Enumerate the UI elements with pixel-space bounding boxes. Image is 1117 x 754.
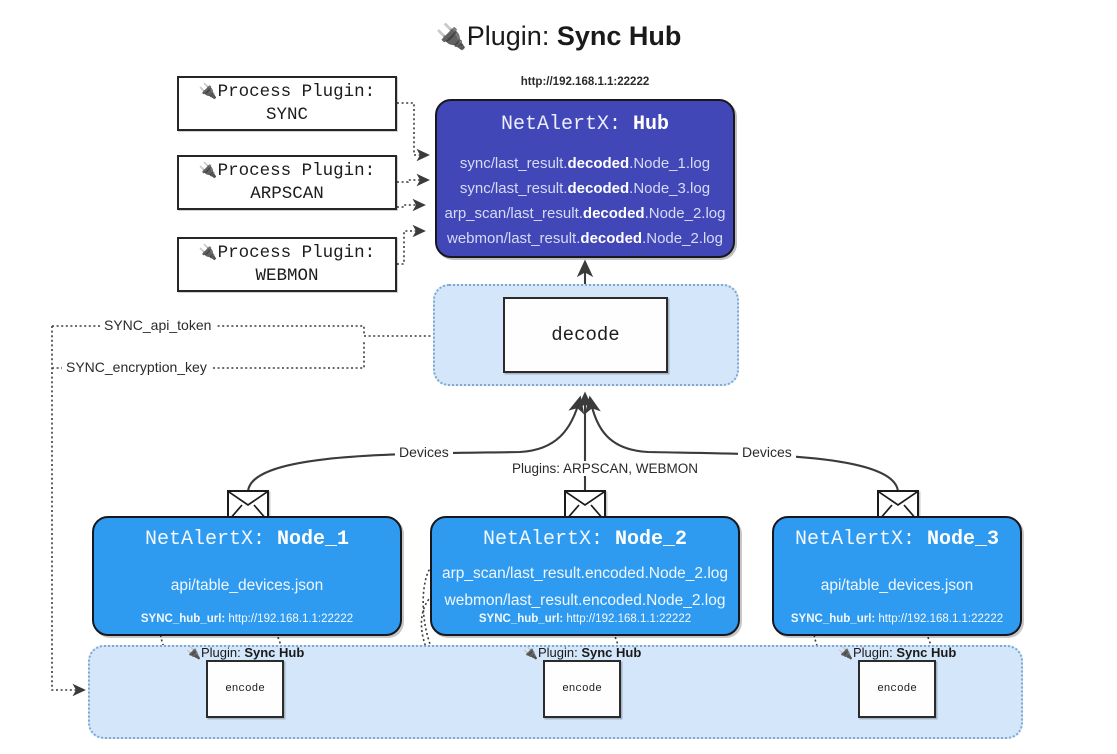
page-title: 🔌Plugin: Sync Hub — [0, 16, 1117, 57]
encoder-plugin-label: 🔌Plugin: Sync Hub — [186, 645, 305, 660]
label-devices-right: Devices — [738, 444, 796, 460]
plug-icon: 🔌 — [435, 23, 467, 51]
node-row: api/table_devices.json — [820, 577, 974, 594]
node-title: NetAlertX: Node_2 — [482, 528, 688, 551]
plug-icon: 🔌 — [523, 646, 538, 660]
hub-title: NetAlertX: Hub — [437, 113, 733, 136]
node-title: NetAlertX: Node_1 — [144, 528, 350, 551]
process-plugin-label: Process Plugin: — [217, 82, 376, 102]
plug-icon: 🔌 — [838, 646, 853, 660]
hub-log-row: sync/last_result.decoded.Node_3.log — [459, 180, 711, 197]
hub-app-name: NetAlertX: — [500, 113, 633, 136]
label-devices-left: Devices — [395, 444, 453, 460]
node-row: api/table_devices.json — [170, 577, 324, 594]
title-name: Sync Hub — [556, 21, 682, 51]
process-plugin-label: Process Plugin: — [217, 243, 376, 263]
node-node-1[interactable]: NetAlertX: Node_1 api/table_devices.json… — [92, 516, 402, 636]
hub-node[interactable]: NetAlertX: Hub sync/last_result.decoded.… — [435, 99, 735, 258]
process-plugin-arpscan[interactable]: 🔌Process Plugin: ARPSCAN — [177, 155, 397, 210]
hub-log-row: webmon/last_result.decoded.Node_2.log — [447, 230, 723, 247]
plug-icon: 🔌 — [186, 646, 201, 660]
process-plugin-name: WEBMON — [255, 266, 319, 286]
encode-box[interactable]: encode — [858, 660, 936, 718]
encoder-plugin-label: 🔌Plugin: Sync Hub — [523, 645, 642, 660]
hub-name: Hub — [633, 113, 670, 136]
process-plugin-name: ARPSCAN — [250, 184, 324, 204]
hub-log-list: sync/last_result.decoded.Node_1.log sync… — [437, 151, 733, 251]
node-row: webmon/last_result.encoded.Node_2.log — [444, 592, 726, 609]
label-sync-api-token: SYNC_api_token — [100, 317, 216, 333]
node-row-list: api/table_devices.json — [94, 572, 400, 599]
node-row: arp_scan/last_result.encoded.Node_2.log — [441, 565, 729, 582]
hub-log-row: arp_scan/last_result.decoded.Node_2.log — [444, 205, 726, 222]
node-row-list: arp_scan/last_result.encoded.Node_2.log … — [432, 560, 738, 614]
node-node-2[interactable]: NetAlertX: Node_2 arp_scan/last_result.e… — [430, 516, 740, 636]
label-plugins-center: Plugins: ARPSCAN, WEBMON — [508, 461, 703, 476]
process-plugin-sync[interactable]: 🔌Process Plugin: SYNC — [177, 76, 397, 131]
node-row-list: api/table_devices.json — [774, 572, 1020, 599]
label-sync-encryption-key: SYNC_encryption_key — [62, 359, 211, 375]
process-plugin-webmon[interactable]: 🔌Process Plugin: WEBMON — [177, 237, 397, 292]
hub-log-row: sync/last_result.decoded.Node_1.log — [459, 155, 711, 172]
process-plugin-name: SYNC — [265, 105, 308, 125]
node-hub-url: SYNC_hub_url: http://192.168.1.1:22222 — [790, 613, 1004, 625]
node-hub-url: SYNC_hub_url: http://192.168.1.1:22222 — [478, 613, 692, 625]
process-plugin-label: Process Plugin: — [217, 161, 376, 181]
plug-icon: 🔌 — [198, 243, 218, 261]
title-prefix: Plugin: — [466, 21, 557, 51]
node-title: NetAlertX: Node_3 — [794, 528, 1000, 551]
encode-box[interactable]: encode — [543, 660, 621, 718]
plug-icon: 🔌 — [198, 161, 218, 179]
encoder-plugin-label: 🔌Plugin: Sync Hub — [838, 645, 957, 660]
hub-url-label: http://192.168.1.1:22222 — [520, 76, 650, 88]
node-node-3[interactable]: NetAlertX: Node_3 api/table_devices.json… — [772, 516, 1022, 636]
node-hub-url: SYNC_hub_url: http://192.168.1.1:22222 — [140, 613, 354, 625]
plug-icon: 🔌 — [198, 82, 218, 100]
decode-box[interactable]: decode — [503, 297, 668, 373]
encode-box[interactable]: encode — [206, 660, 284, 718]
